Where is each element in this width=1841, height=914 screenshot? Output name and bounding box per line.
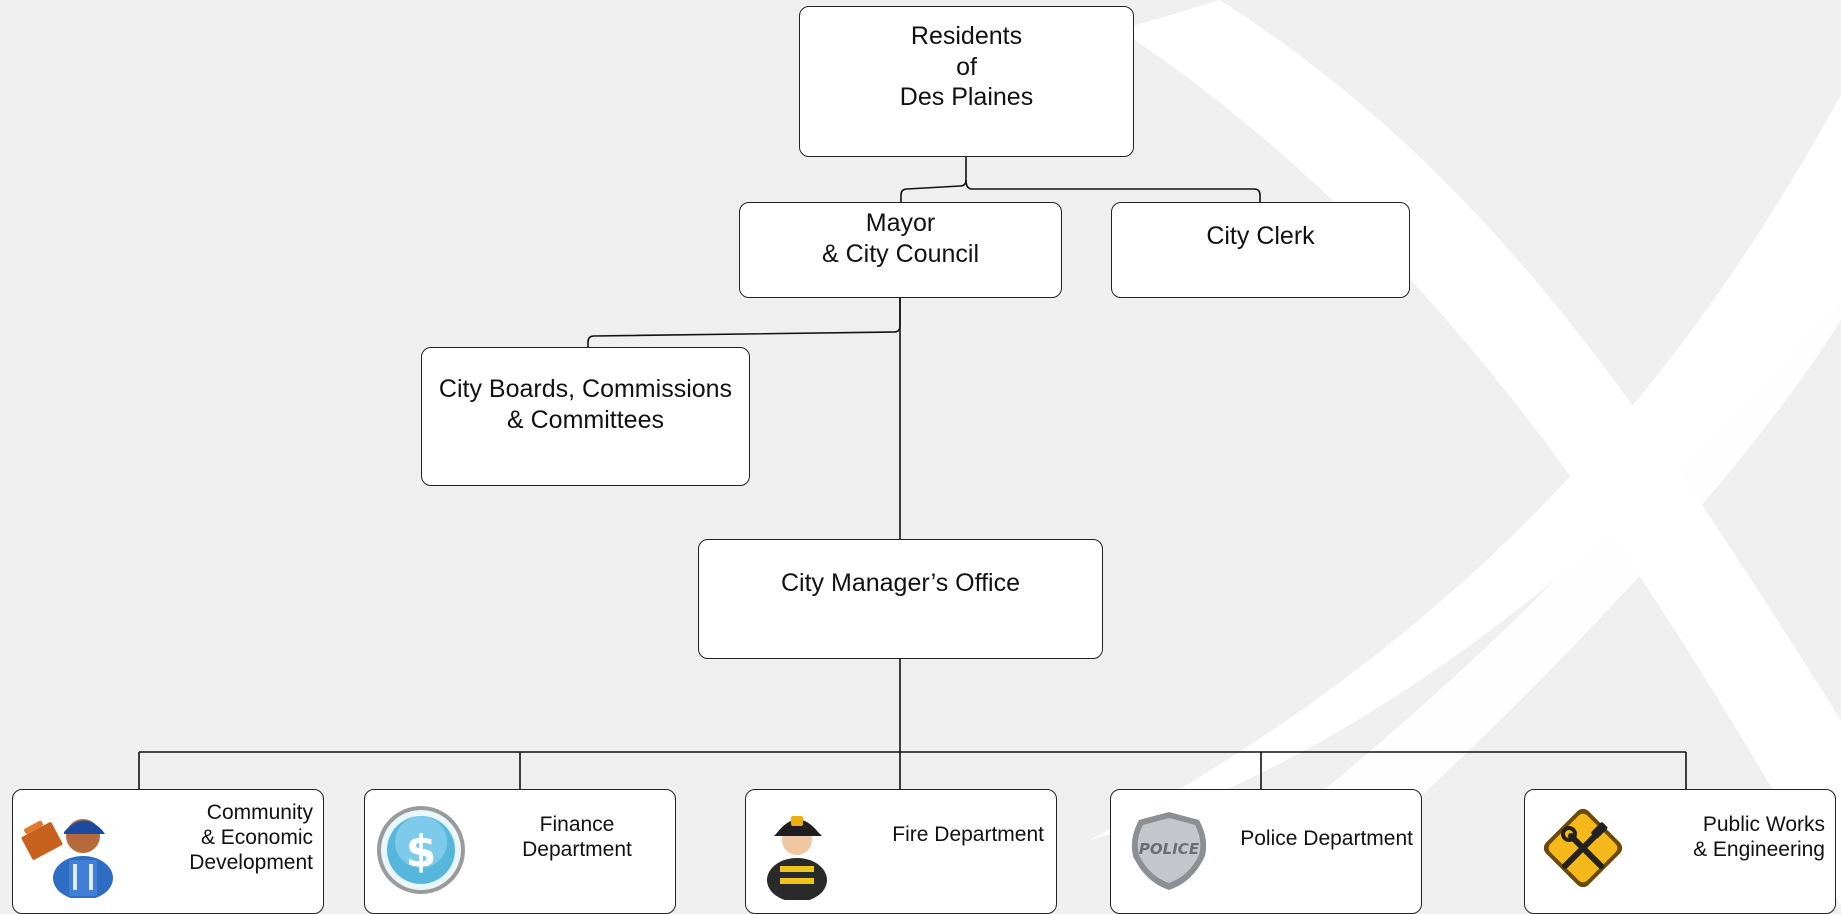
hammer-wrench-sign-icon	[1543, 808, 1623, 888]
dollar-coin-icon: $	[377, 806, 465, 894]
dept-finance: $ Finance Department	[364, 789, 676, 914]
dept-fire-label: Fire Department	[892, 823, 1044, 846]
connector-top-to-mayor	[900, 157, 967, 203]
residents-label: Residents of Des Plaines	[899, 22, 1034, 111]
dept-finance-label: Finance Department	[522, 813, 632, 862]
svg-text:POLICE: POLICE	[1139, 840, 1200, 858]
dept-fire: Fire Department	[745, 789, 1057, 914]
dept-community-economic-development: Community & Economic Development	[12, 789, 324, 914]
city-clerk-label: City Clerk	[1206, 222, 1315, 250]
dept-community-label: Community & Economic Development	[189, 801, 313, 875]
city-manager-box: City Manager’s Office	[698, 539, 1103, 659]
dept-public-works-label: Public Works & Engineering	[1693, 813, 1825, 862]
worker-toolbox-icon	[21, 819, 113, 898]
city-boards-label: City Boards, Commissions & Committees	[438, 375, 733, 434]
mayor-council-box: Mayor & City Council	[739, 202, 1062, 298]
firefighter-icon	[767, 816, 827, 900]
dept-police-label: Police Department	[1240, 827, 1413, 850]
mayor-council-label: Mayor & City Council	[822, 209, 979, 268]
city-boards-box: City Boards, Commissions & Committees	[421, 347, 750, 486]
connector-mayor-to-boards	[587, 297, 901, 348]
svg-text:$: $	[406, 826, 437, 877]
city-manager-label: City Manager’s Office	[781, 569, 1020, 597]
city-clerk-box: City Clerk	[1111, 202, 1410, 298]
dept-police: POLICE Police Department	[1110, 789, 1422, 914]
dept-public-works: Public Works & Engineering	[1524, 789, 1836, 914]
connector-top-to-clerk	[965, 179, 1261, 203]
residents-box: Residents of Des Plaines	[799, 6, 1134, 157]
police-badge-icon: POLICE	[1131, 812, 1207, 890]
